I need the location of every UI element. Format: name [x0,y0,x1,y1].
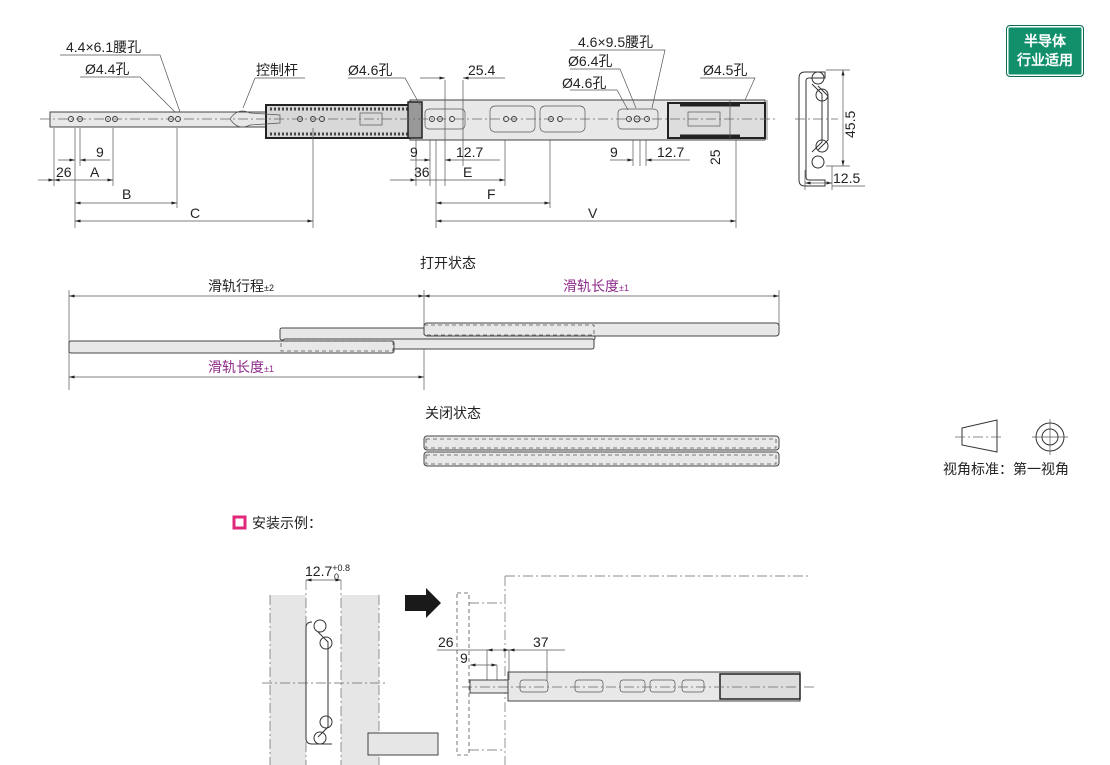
install-dim-26: 26 [438,634,454,650]
svg-text:滑轨行程±2: 滑轨行程±2 [208,278,274,294]
callout-slot-hole-large: 4.6×9.5腰孔 [578,34,653,50]
dim-26: 26 [56,164,72,180]
dim-12-7-mid: 12.7 [456,144,483,160]
callout-hole-45: Ø4.5孔 [703,62,747,78]
callout-hole-46-left: Ø4.6孔 [348,62,392,78]
slide-rail-top-view [40,99,775,141]
dim-c: C [190,205,200,221]
dim-9-right: 9 [610,144,618,160]
badge-line-2: 行业适用 [1017,53,1073,69]
callout-hole-46-right: Ø4.6孔 [562,75,606,91]
svg-text:12.7+0.8: 12.7+0.8 [305,563,350,579]
gap-tol-lower: 0 [334,572,339,582]
dim-v: V [588,205,598,221]
dim-45-5: 45.5 [842,111,858,138]
dim-f: F [487,186,496,202]
closed-state-diagram: 关闭状态 [423,405,780,467]
travel-label: 滑轨行程 [208,278,264,294]
rail-end-stop [667,102,766,139]
dim-12-7-right: 12.7 [657,144,684,160]
callout-hole-64: Ø6.4孔 [568,53,612,69]
dim-25: 25 [707,149,723,165]
callout-leaders [60,49,756,113]
gap-tol-upper: +0.8 [332,563,350,573]
dim-e: E [463,164,472,180]
rail-length-label-top: 滑轨长度 [563,278,619,294]
callout-slot-hole-small: 4.4×6.1腰孔 [66,39,141,55]
rail-length-tol-bottom: ±1 [264,364,274,374]
rail-end-view [795,69,865,190]
gap-dim: 12.7 [305,563,332,579]
install-title: 安装示例： [252,515,322,531]
open-state-title: 打开状态 [420,255,476,271]
dim-b: B [122,186,131,202]
svg-text:滑轨长度±1: 滑轨长度±1 [563,278,629,294]
rail-length-tol-top: ±1 [619,283,629,293]
installation-example: 安装示例： 12.7+0.8 0 26 9 37 [232,515,815,765]
install-dim-37: 37 [533,634,549,650]
open-outer-rail [68,340,395,354]
install-dim-9: 9 [460,650,468,666]
travel-tolerance: ±2 [264,283,274,293]
svg-text:滑轨长度±1: 滑轨长度±1 [208,359,274,375]
callout-control-lever: 控制杆 [256,62,298,78]
dimension-lines [38,76,768,228]
inner-rail [49,111,271,128]
dim-25-4: 25.4 [468,62,495,78]
open-inner-rail [423,322,780,337]
arrow-right-icon [405,588,441,618]
section-marker-icon [232,515,247,530]
dim-9-mid: 9 [410,144,418,160]
callout-hole-44: Ø4.4孔 [85,61,129,77]
rail-length-label-bottom: 滑轨长度 [208,359,264,375]
badge-line-1: 半导体 [1024,34,1066,50]
dim-36: 36 [414,164,430,180]
semiconductor-industry-badge: 半导体 行业适用 [1006,25,1084,77]
dim-9-left: 9 [96,144,104,160]
dim-12-5: 12.5 [833,170,860,186]
open-state-diagram: 打开状态 滑轨行程±2 滑轨长度±1 滑轨长度±1 [68,255,780,390]
projection-label: 视角标准：第一视角 [943,461,1069,477]
dim-a: A [90,164,100,180]
closed-state-title: 关闭状态 [425,405,481,421]
first-angle-projection-symbol: 视角标准：第一视角 [943,419,1069,477]
